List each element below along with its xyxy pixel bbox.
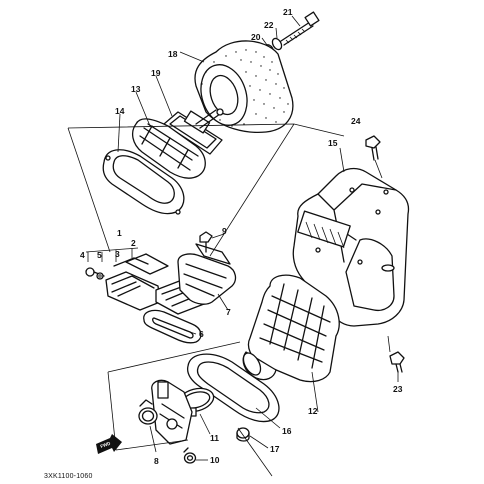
callout-16: 16	[282, 426, 292, 436]
callout-7: 7	[226, 307, 231, 317]
part-5-washer	[96, 272, 104, 280]
callout-22: 22	[264, 20, 274, 30]
part-9-bolt	[199, 231, 213, 253]
callout-14: 14	[115, 106, 125, 116]
callout-10: 10	[210, 455, 220, 465]
leader-lines	[117, 15, 399, 461]
callout-labels: 21 22 20 18 19 13 14 24 15 9 1 2 3 4 5 7…	[80, 7, 403, 466]
part-24-bolt	[365, 135, 383, 179]
callout-6: 6	[199, 329, 204, 339]
part-21-bolt	[280, 11, 320, 46]
callout-8: 8	[154, 456, 159, 466]
callout-2: 2	[131, 238, 136, 248]
part-6-gasket	[143, 309, 202, 344]
callout-24: 24	[351, 116, 361, 126]
part-19-filter-guide	[163, 108, 224, 155]
part-10-small-clamp	[183, 447, 197, 464]
part-14-gasket	[102, 149, 185, 215]
part-15-air-box	[292, 167, 410, 327]
part-8-hose-clamp	[138, 399, 158, 425]
fwd-arrow-indicator: FWD	[96, 434, 122, 454]
callout-21: 21	[283, 7, 293, 17]
callout-15: 15	[328, 138, 338, 148]
part-16-ring-gasket	[186, 353, 280, 423]
callout-20: 20	[251, 32, 261, 42]
callout-23: 23	[393, 384, 403, 394]
part-22-washer	[271, 37, 283, 51]
fwd-label: FWD	[100, 440, 112, 448]
part-23-bolt	[389, 351, 405, 373]
callout-11: 11	[210, 433, 219, 443]
callout-13: 13	[131, 84, 141, 94]
part-3-reed-stopper	[113, 257, 149, 267]
callout-4: 4	[80, 250, 85, 260]
callout-17: 17	[270, 444, 280, 454]
assembly-reference-lines	[67, 123, 391, 477]
part-12-intake-joint	[242, 274, 340, 383]
callout-18: 18	[168, 49, 178, 59]
callout-5: 5	[97, 250, 102, 260]
callout-3: 3	[115, 249, 120, 259]
callout-19: 19	[151, 68, 161, 78]
callout-1: 1	[117, 228, 122, 238]
callout-9: 9	[222, 226, 227, 236]
drawing-code: 3XK1100-1060	[44, 473, 93, 480]
part-2-reed-petal	[125, 253, 169, 275]
carburetor-body	[151, 379, 193, 445]
callout-12: 12	[308, 406, 318, 416]
part-18-air-filter-element	[194, 40, 294, 134]
part-7-manifold	[177, 243, 237, 305]
part-13-filter-frame	[131, 118, 206, 179]
